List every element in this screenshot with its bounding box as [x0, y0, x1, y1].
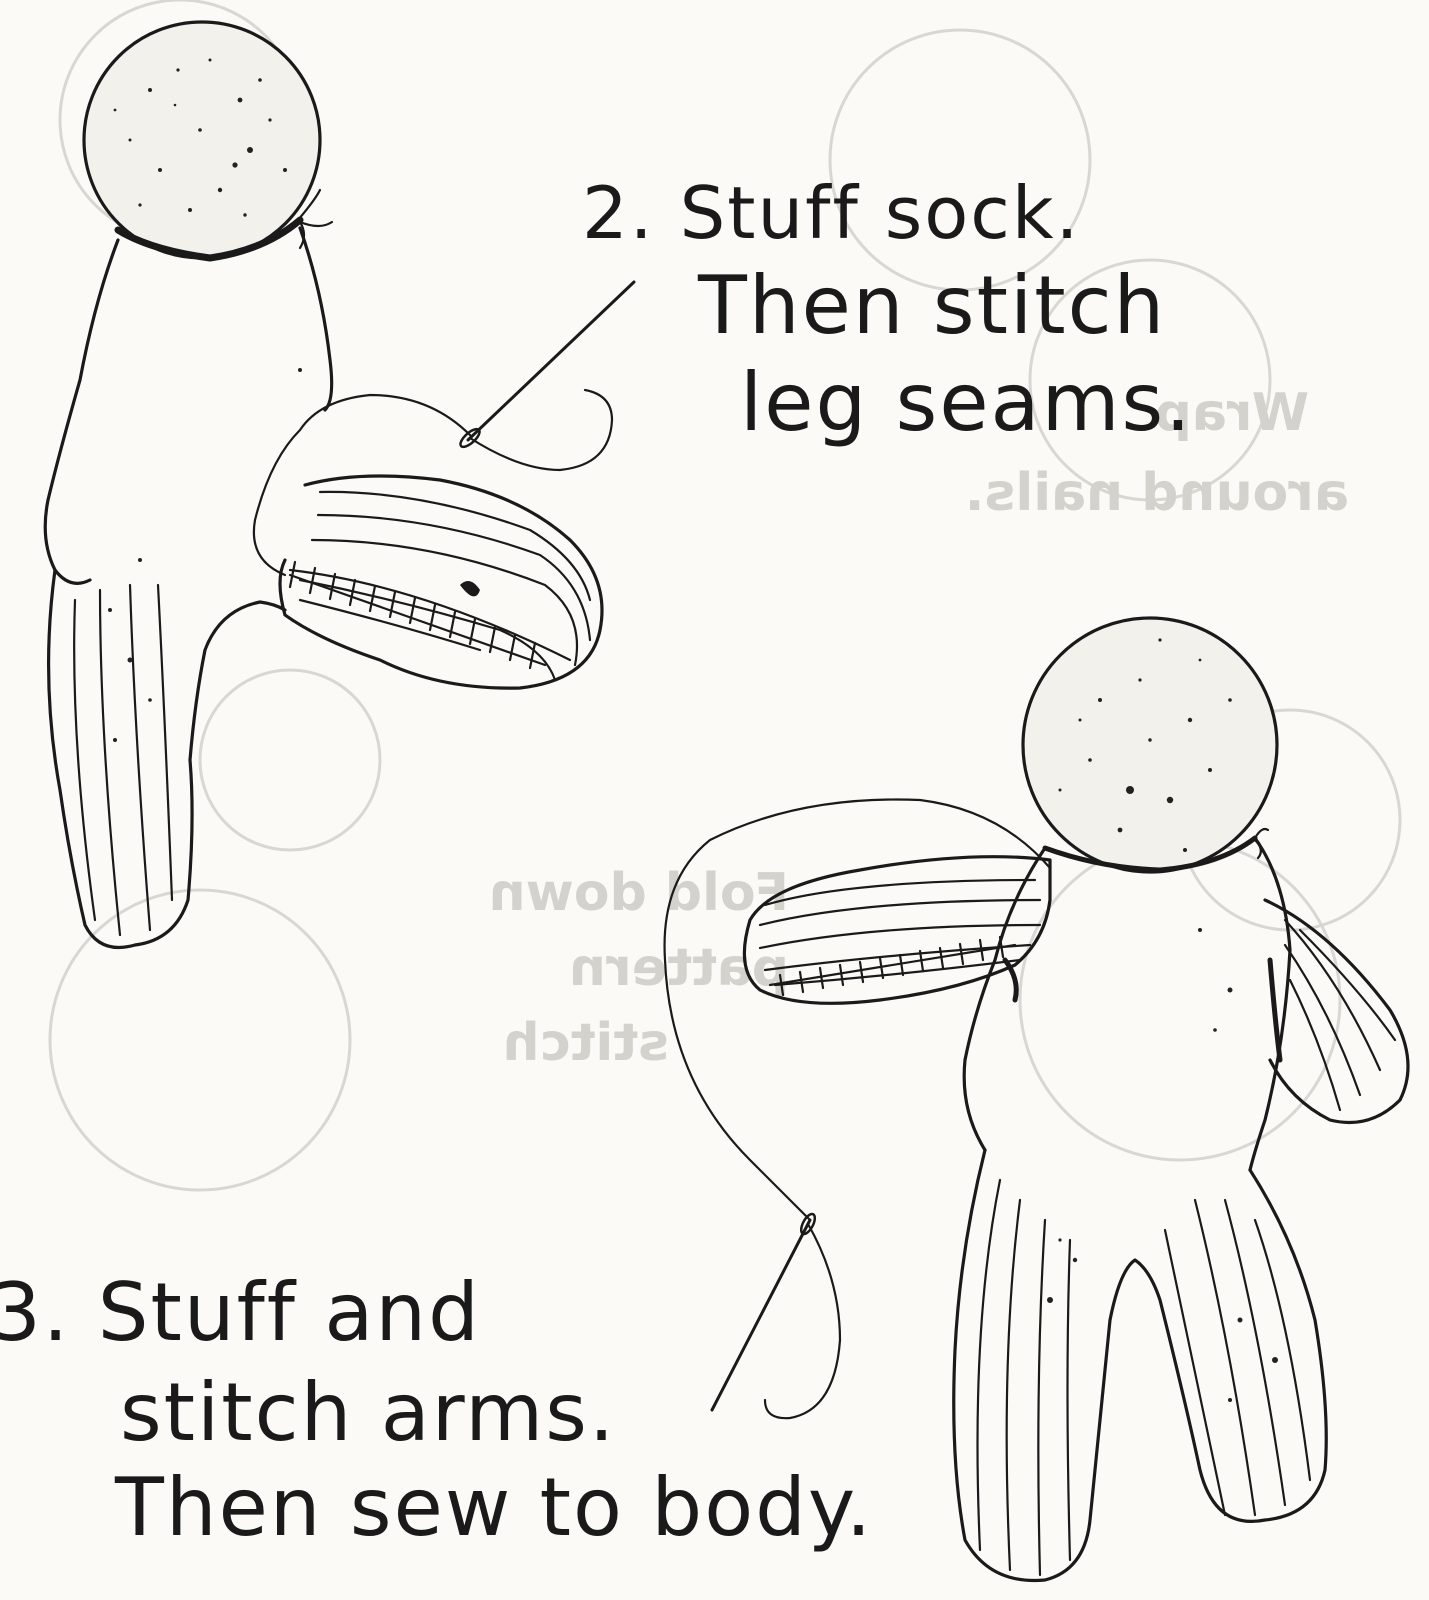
doll-head-bottom — [1021, 616, 1279, 874]
step-2-line-1: 2. Stuff sock. — [582, 171, 1080, 255]
step-2-line-3: leg seams. — [740, 356, 1193, 449]
bleed-through-layer: Wrap around nails. Fold down pattern sti… — [48, 0, 1402, 1192]
stitched-leg-top — [278, 474, 604, 690]
step-2-line-2: Then stitch — [697, 259, 1166, 352]
needle-top — [459, 280, 636, 472]
doll-head-top — [82, 20, 322, 260]
step-3-line-3: Then sew to body. — [114, 1461, 873, 1554]
needle-bottom — [710, 1212, 842, 1420]
bleed-text-2: around nails. — [965, 463, 1349, 523]
step-2-instructions: 2. Stuff sock. Then stitch leg seams. — [582, 171, 1193, 449]
bleed-text-5: stitch — [503, 1013, 669, 1073]
figure-bottom — [663, 616, 1410, 1583]
bleed-text-3: Fold down — [489, 863, 789, 923]
step-3-line-1: 3. Stuff and — [0, 1266, 481, 1359]
bleed-text-4: pattern — [569, 938, 789, 998]
bleed-text-1: Wrap — [1155, 383, 1309, 443]
step-3-instructions: 3. Stuff and stitch arms. Then sew to bo… — [0, 1266, 873, 1554]
stitched-arm-bottom — [742, 855, 1052, 1005]
step-3-line-2: stitch arms. — [120, 1366, 616, 1459]
figure-top — [43, 20, 636, 950]
